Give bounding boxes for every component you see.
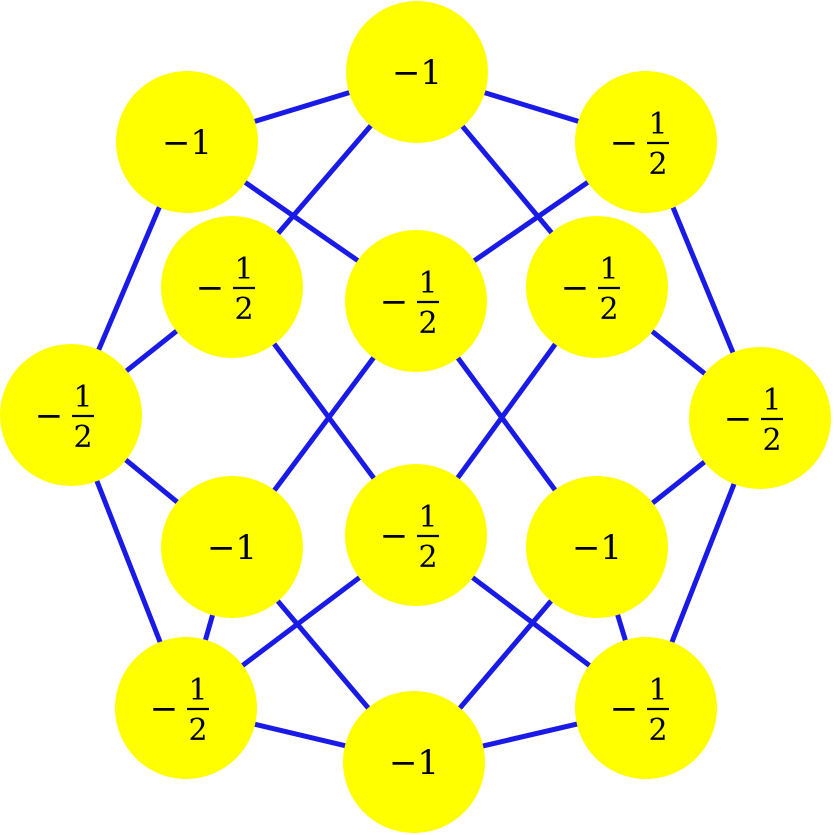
node-circle (345, 230, 487, 372)
node-value: −1 (207, 528, 257, 568)
node-circle (161, 216, 303, 358)
node-denominator: 2 (418, 540, 437, 575)
node-circle (526, 216, 668, 358)
node-circle (115, 637, 257, 779)
graph-node: −1 2 (689, 347, 831, 489)
node-sign: − (610, 689, 639, 729)
graph-node: −1 2 (575, 637, 717, 779)
node-numerator: 1 (418, 266, 437, 301)
node-circle (343, 691, 485, 833)
node-circle (0, 344, 142, 486)
graph-node: −1 (346, 1, 488, 143)
graph-node: −1 2 (115, 637, 257, 779)
graph-node: −1 2 (526, 216, 668, 358)
graph-node: −1 (343, 691, 485, 833)
graph-node: −1 (116, 71, 258, 213)
graph-node: −1 (526, 476, 668, 618)
node-sign: − (196, 268, 225, 308)
node-numerator: 1 (599, 252, 618, 287)
graph-node: −1 2 (345, 230, 487, 372)
graph-node: −1 2 (575, 71, 717, 213)
node-numerator: 1 (188, 673, 207, 708)
node-circle (526, 476, 668, 618)
node-circle (345, 464, 487, 606)
node-circle (575, 71, 717, 213)
node-denominator: 2 (418, 306, 437, 341)
node-value: −1 (392, 53, 442, 93)
node-numerator: 1 (762, 383, 781, 418)
node-denominator: 2 (188, 713, 207, 748)
node-denominator: 2 (648, 713, 667, 748)
node-sign: − (35, 396, 64, 436)
node-numerator: 1 (73, 380, 92, 415)
node-circle (689, 347, 831, 489)
node-value: −1 (162, 123, 212, 163)
node-numerator: 1 (648, 107, 667, 142)
node-denominator: 2 (648, 147, 667, 182)
node-circle (346, 1, 488, 143)
node-circle (161, 476, 303, 618)
node-denominator: 2 (762, 423, 781, 458)
node-sign: − (380, 516, 409, 556)
node-numerator: 1 (234, 252, 253, 287)
node-value: −1 (389, 743, 439, 783)
graph-node: −1 (161, 476, 303, 618)
node-sign: − (610, 123, 639, 163)
node-denominator: 2 (73, 420, 92, 455)
graph-node: −1 2 (161, 216, 303, 358)
node-sign: − (150, 689, 179, 729)
node-denominator: 2 (599, 292, 618, 327)
node-numerator: 1 (648, 673, 667, 708)
node-circle (116, 71, 258, 213)
node-sign: − (380, 282, 409, 322)
node-sign: − (561, 268, 590, 308)
graph-node: −1 2 (345, 464, 487, 606)
node-sign: − (724, 399, 753, 439)
node-circle (575, 637, 717, 779)
node-value: −1 (572, 528, 622, 568)
node-numerator: 1 (418, 500, 437, 535)
node-denominator: 2 (234, 292, 253, 327)
graph-node: −1 2 (0, 344, 142, 486)
